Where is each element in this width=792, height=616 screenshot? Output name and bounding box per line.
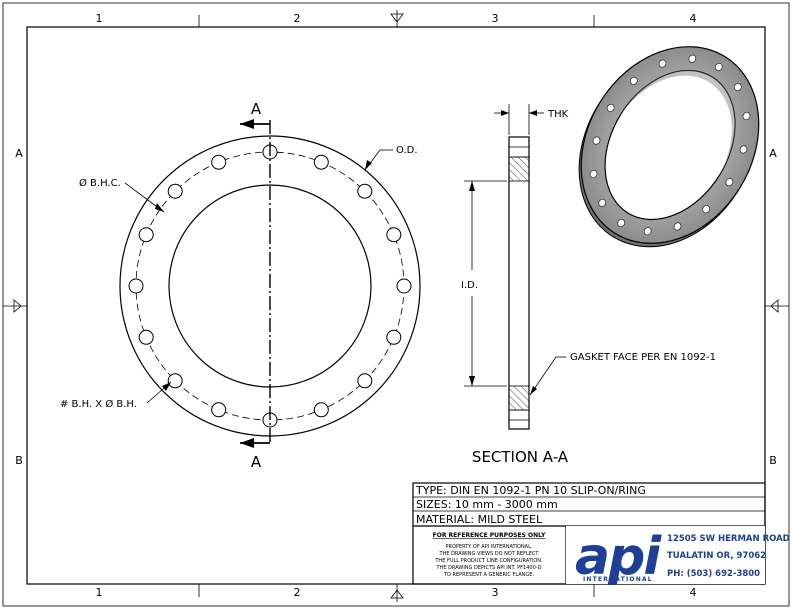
iso-bolt-holes: [589, 54, 751, 236]
reference-line-5: TO REPRESENT A GENERIC FLANGE.: [443, 572, 535, 578]
bolt-hole: [313, 402, 329, 418]
bolt-hole: [128, 278, 144, 294]
reference-line-2: THE DRAWING VIEWS DO NOT REFLECT: [439, 551, 540, 557]
bhc-label: Ø B.H.C.: [79, 177, 121, 189]
bolt-hole: [138, 227, 154, 243]
id-label: I.D.: [461, 280, 478, 291]
material-row: MATERIAL: MILD STEEL: [416, 513, 543, 526]
bolt-hole: [167, 373, 183, 389]
bolt-hole: [167, 183, 183, 199]
bolt-holes: [128, 144, 412, 428]
iso-bolt-hole: [589, 169, 598, 179]
hatch-bottom: [508, 385, 530, 411]
thk-label: THK: [547, 109, 569, 120]
bolt-holes-label: # B.H. X Ø B.H.: [60, 398, 137, 410]
reference-line-1: PROPERTY OF API INTERNATIONAL.: [446, 544, 533, 550]
inner-border: [26, 26, 766, 585]
iso-bolt-hole: [725, 178, 734, 187]
iso-bolt-hole: [658, 59, 667, 68]
zone-col-1-bottom: 1: [96, 586, 103, 599]
type-row: TYPE: DIN EN 1092-1 PN 10 SLIP-ON/RING: [415, 484, 646, 497]
front-view: [119, 119, 421, 448]
company-logo: api INTERNATIONAL: [575, 527, 664, 587]
bolt-hole: [211, 154, 227, 170]
zone-row-a-right: A: [769, 147, 777, 160]
zone-col-4-bottom: 4: [690, 586, 697, 599]
iso-bolt-hole: [742, 111, 751, 121]
section-profile: [508, 136, 530, 430]
address-line-1: 12505 SW HERMAN ROAD: [667, 534, 790, 544]
section-arrow-top-head: [240, 119, 254, 129]
iso-bolt-hole: [617, 218, 626, 228]
reference-line-4: THE DRAWING DEPICTS API INT. PF1400-D: [436, 565, 542, 571]
bolt-hole: [211, 402, 227, 418]
od-label: O.D.: [396, 145, 418, 156]
zone-col-4-top: 4: [690, 12, 697, 25]
zone-col-2-top: 2: [294, 12, 301, 25]
iso-bolt-hole: [673, 222, 682, 231]
address-line-2: TUALATIN OR, 97062: [667, 551, 766, 561]
bolt-hole: [357, 373, 373, 389]
gasket-label: GASKET FACE PER EN 1092-1: [570, 352, 716, 363]
section-title: SECTION A-A: [472, 448, 569, 466]
zone-row-a-left: A: [15, 147, 23, 160]
isometric-view: [578, 46, 760, 248]
hatch-top: [508, 156, 530, 182]
zone-ticks: [3, 10, 789, 602]
zone-col-3-top: 3: [492, 12, 499, 25]
leaders: [124, 149, 393, 404]
phone: PH: (503) 692-3800: [667, 569, 760, 579]
iso-bolt-hole: [739, 145, 748, 154]
logo-subtext: INTERNATIONAL: [583, 576, 653, 583]
outer-border: [2, 2, 790, 607]
bolt-hole: [357, 183, 373, 199]
iso-bolt-hole: [702, 205, 711, 214]
logo-text: api: [575, 527, 662, 587]
reference-heading: FOR REFERENCE PURPOSES ONLY: [433, 532, 546, 539]
iso-bolt-hole: [714, 62, 723, 72]
zone-col-2-bottom: 2: [294, 586, 301, 599]
iso-bolt-hole: [606, 103, 615, 112]
iso-bolt-hole: [733, 83, 742, 92]
section-view: [464, 104, 566, 430]
iso-bolt-hole: [688, 54, 697, 63]
bolt-hole: [138, 329, 154, 345]
zone-row-b-right: B: [769, 454, 777, 467]
bolt-hole: [386, 329, 402, 345]
iso-bolt-hole: [598, 198, 607, 207]
zone-row-b-left: B: [15, 454, 23, 467]
iso-bolt-hole: [643, 227, 652, 236]
zone-col-1-top: 1: [96, 12, 103, 25]
section-label-top: A: [251, 100, 262, 118]
sizes-row: SIZES: 10 mm - 3000 mm: [416, 498, 558, 511]
bolt-hole: [386, 227, 402, 243]
bolt-hole: [396, 278, 412, 294]
zone-col-3-bottom: 3: [492, 586, 499, 599]
section-label-bottom: A: [251, 453, 262, 471]
bolt-hole: [313, 154, 329, 170]
section-arrow-bottom-head: [240, 438, 254, 448]
reference-line-3: THE FULL PRODUCT LINE CONFIGURATION.: [434, 558, 543, 564]
iso-bolt-hole: [629, 76, 638, 85]
title-block: [412, 482, 766, 585]
iso-bolt-hole: [592, 136, 601, 145]
